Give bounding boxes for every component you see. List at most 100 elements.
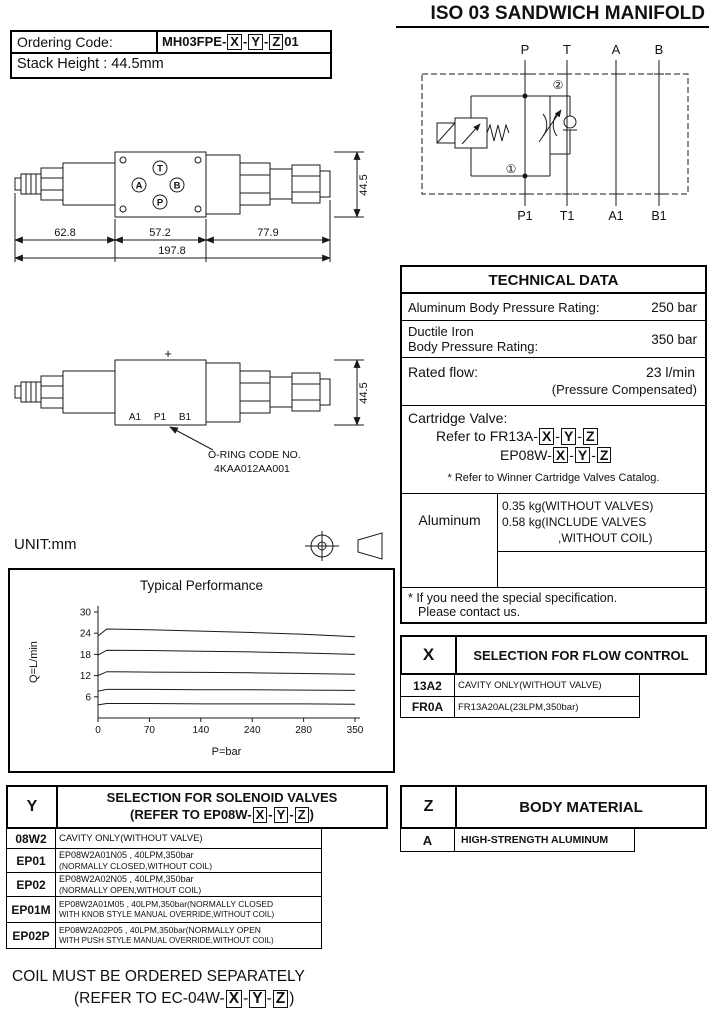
y-table-row-ep02p: EP02P EP08W2A02P05 , 40LPM,350bar(NORMAL…	[7, 922, 321, 948]
schematic-port-p: P	[521, 42, 530, 57]
code-z-box: Z	[269, 34, 284, 50]
x-table-title: SELECTION FOR FLOW CONTROL	[473, 647, 689, 663]
code-y-box: Y	[248, 34, 263, 50]
schematic-port-t: T	[563, 42, 571, 57]
row-rated-flow: Rated flow: 23 l/min (Pressure Compensat…	[402, 358, 705, 406]
face-label-a1: A1	[129, 412, 142, 423]
coil-note: COIL MUST BE ORDERED SEPARATELY (REFER T…	[12, 968, 305, 1009]
rated-flow-value: 23 l/min	[645, 364, 695, 380]
row-weight: Aluminum 0.35 kg(WITHOUT VALVES) 0.58 kg…	[402, 494, 705, 588]
y-table-row-ep01m: EP01M EP08W2A01M05 , 40LPM,350bar(NORMAL…	[7, 896, 321, 922]
ordering-code-label: Ordering Code:	[12, 32, 158, 52]
ref1-sep2: -	[577, 428, 582, 444]
svg-text:0: 0	[95, 725, 101, 736]
ref1-prefix: Refer to FR13A-	[436, 428, 538, 444]
oring-code-label: O-RING CODE NO.	[208, 449, 301, 461]
weight-values-box: 0.35 kg(WITHOUT VALVES) 0.58 kg(INCLUDE …	[498, 494, 705, 552]
y-row-code: EP02	[7, 873, 56, 896]
oring-leader-line	[169, 426, 214, 451]
schematic-port-a: A	[612, 42, 621, 57]
svg-text:30: 30	[80, 608, 92, 619]
row-special-note: * If you need the special specification.…	[402, 588, 705, 622]
row-ductile-rating: Ductile Iron Body Pressure Rating: 350 b…	[402, 321, 705, 358]
coil-suffix: )	[289, 990, 295, 1007]
x-table-header: X SELECTION FOR FLOW CONTROL	[400, 635, 707, 675]
y-row-desc1: EP08W2A01N05 , 40LPM,350bar	[59, 850, 194, 860]
face-label-p1: P1	[154, 412, 167, 423]
projection-symbol-icon	[305, 531, 383, 561]
valve-drawing-bottom: + A1 P1 B1 O-RING CODE NO. 4KAA012AA001 …	[14, 346, 370, 475]
technical-data-title: TECHNICAL DATA	[402, 267, 705, 294]
ductile-label-line2: Body Pressure Rating:	[408, 339, 539, 354]
hydraulic-schematic: P T A B	[421, 42, 689, 223]
y-table-title-line1: SELECTION FOR SOLENOID VALVES	[106, 790, 338, 806]
coil-note-line1: COIL MUST BE ORDERED SEPARATELY	[12, 968, 305, 985]
row-aluminum-rating: Aluminum Body Pressure Rating: 250 bar	[402, 294, 705, 321]
coil-note-line2: (REFER TO EC-04W-X-Y-Z)	[12, 990, 305, 1009]
x-row-code: 13A2	[401, 675, 455, 696]
dimension-lines2	[334, 359, 364, 426]
y-row-desc1: EP08W2A02N05 , 40LPM,350bar	[59, 874, 194, 884]
code-sep2: -	[263, 34, 269, 49]
y-row-desc1: CAVITY ONLY(WITHOUT VALVE)	[59, 833, 203, 844]
coil-sep1: -	[243, 990, 249, 1007]
y-row-code: EP01	[7, 849, 56, 872]
x-row-desc: CAVITY ONLY(WITHOUT VALVE)	[458, 680, 602, 691]
code-prefix: MH03FPE-	[162, 34, 227, 49]
svg-text:18: 18	[80, 650, 92, 661]
port-letter-t: T	[157, 164, 163, 175]
y-row-desc1: EP08W2A02P05 , 40LPM,350bar(NORMALLY OPE…	[59, 925, 261, 936]
ductile-rating-value: 350 bar	[651, 331, 697, 347]
y-row-desc2: WITH PUSH STYLE MANUAL OVERRIDE,WITHOUT …	[59, 935, 274, 945]
face-label-b1: B1	[179, 412, 192, 423]
dim-197-8: 197.8	[158, 245, 186, 257]
y-row-desc2: WITH KNOB STYLE MANUAL OVERRIDE,WITHOUT …	[59, 909, 275, 919]
y-row-desc1: EP08W2A01M05 , 40LPM,350bar(NORMALLY CLO…	[59, 899, 274, 910]
port-letter-p: P	[157, 198, 164, 209]
dim-44-5-bottom: 44.5	[358, 382, 370, 403]
unit-label: UNIT:mm	[14, 536, 77, 553]
z-table-key: Z	[402, 787, 457, 827]
z-table-title: BODY MATERIAL	[519, 798, 643, 816]
rated-flow-label: Rated flow:	[408, 364, 479, 380]
y-title-sep2: -	[289, 807, 294, 822]
ref1-y-box: Y	[560, 428, 577, 445]
y-row-desc2: (NORMALLY OPEN,WITHOUT COIL)	[59, 884, 202, 895]
coil-x-box: X	[225, 990, 243, 1009]
port-letter-a: A	[136, 181, 143, 192]
flow-control-symbol	[525, 95, 577, 176]
coil-y-box: Y	[249, 990, 266, 1009]
chart-xlabel: P=bar	[211, 746, 242, 758]
y-title-sep1: -	[268, 807, 273, 822]
ref1-x-box: X	[538, 428, 555, 445]
dim-77-9: 77.9	[257, 227, 278, 239]
weight-values-cell: 0.35 kg(WITHOUT VALVES) 0.58 kg(INCLUDE …	[498, 494, 705, 587]
manifold-boundary	[421, 73, 689, 195]
code-suffix: 01	[284, 34, 299, 49]
page-title: ISO 03 SANDWICH MANIFOLD	[430, 3, 705, 24]
y-title-x-box: X	[252, 807, 268, 823]
x-row-code: FR0A	[401, 697, 455, 717]
ref2-y-box: Y	[574, 446, 591, 464]
oring-code-value: 4KAA012AA001	[214, 463, 290, 475]
y-row-code: EP02P	[7, 923, 56, 948]
stack-height-label: Stack Height : 44.5mm	[17, 56, 164, 72]
svg-text:140: 140	[192, 725, 209, 736]
y-table-row-08w2: 08W2 CAVITY ONLY(WITHOUT VALVE)	[7, 829, 321, 848]
weight-material-cell: Aluminum	[402, 494, 498, 587]
svg-text:350: 350	[347, 725, 364, 736]
ref2-sep1: -	[569, 446, 574, 463]
cartridge-end-outline	[205, 154, 331, 215]
svg-text:70: 70	[144, 725, 156, 736]
y-table-title: SELECTION FOR SOLENOID VALVES (REFER TO …	[58, 787, 386, 827]
schematic-port-b1: B1	[651, 209, 666, 223]
row-cartridge-valve: Cartridge Valve: Refer to FR13A-X-Y-Z EP…	[402, 406, 705, 494]
x-table-row-13a2: 13A2 CAVITY ONLY(WITHOUT VALVE)	[401, 675, 639, 696]
valve-drawing-top: T A B P 62.8 57.2 77.9 197	[14, 151, 370, 262]
y-table-key: Y	[8, 787, 58, 827]
special-note-line1: * If you need the special specification.	[408, 591, 618, 605]
y-row-code: EP01M	[7, 897, 56, 922]
